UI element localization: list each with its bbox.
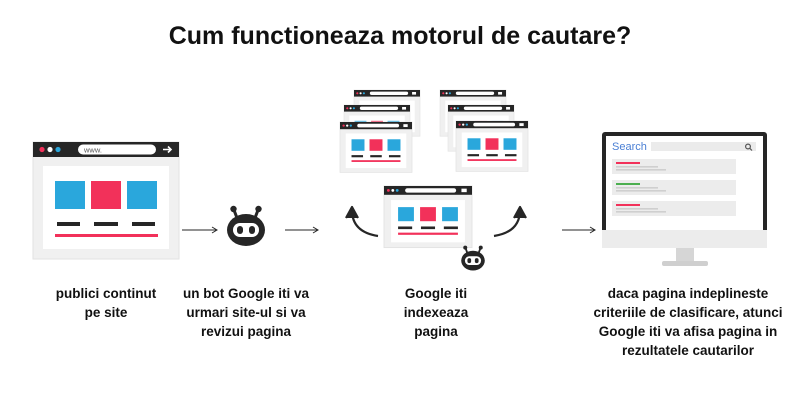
search-logo: Search: [612, 141, 647, 153]
arrow-right-icon: [182, 226, 218, 234]
arrow-right-icon: [285, 226, 319, 234]
diagram-title: Cum functioneaza motorul de cautare?: [168, 22, 632, 50]
monitor-icon: Search: [602, 132, 767, 266]
curved-arrow-icon: [493, 205, 527, 238]
website-browser-icon: www.: [32, 141, 180, 260]
robot-icon: [460, 244, 486, 272]
curved-arrow-icon: [345, 205, 379, 238]
robot-icon: [225, 204, 267, 248]
step-2-caption: un bot Google iti va urmari site-ul si v…: [183, 286, 309, 339]
magnifier-icon: [744, 143, 753, 151]
address-bar-text: www.: [83, 146, 102, 155]
step-4-caption: daca pagina indeplineste criteriile de c…: [593, 286, 783, 358]
indexed-pages-icon: [339, 89, 529, 249]
step-1-caption: publici continut pe site: [55, 286, 157, 320]
step-3-caption: Google iti indexeaza pagina: [403, 286, 469, 339]
arrow-right-icon: [562, 226, 596, 234]
